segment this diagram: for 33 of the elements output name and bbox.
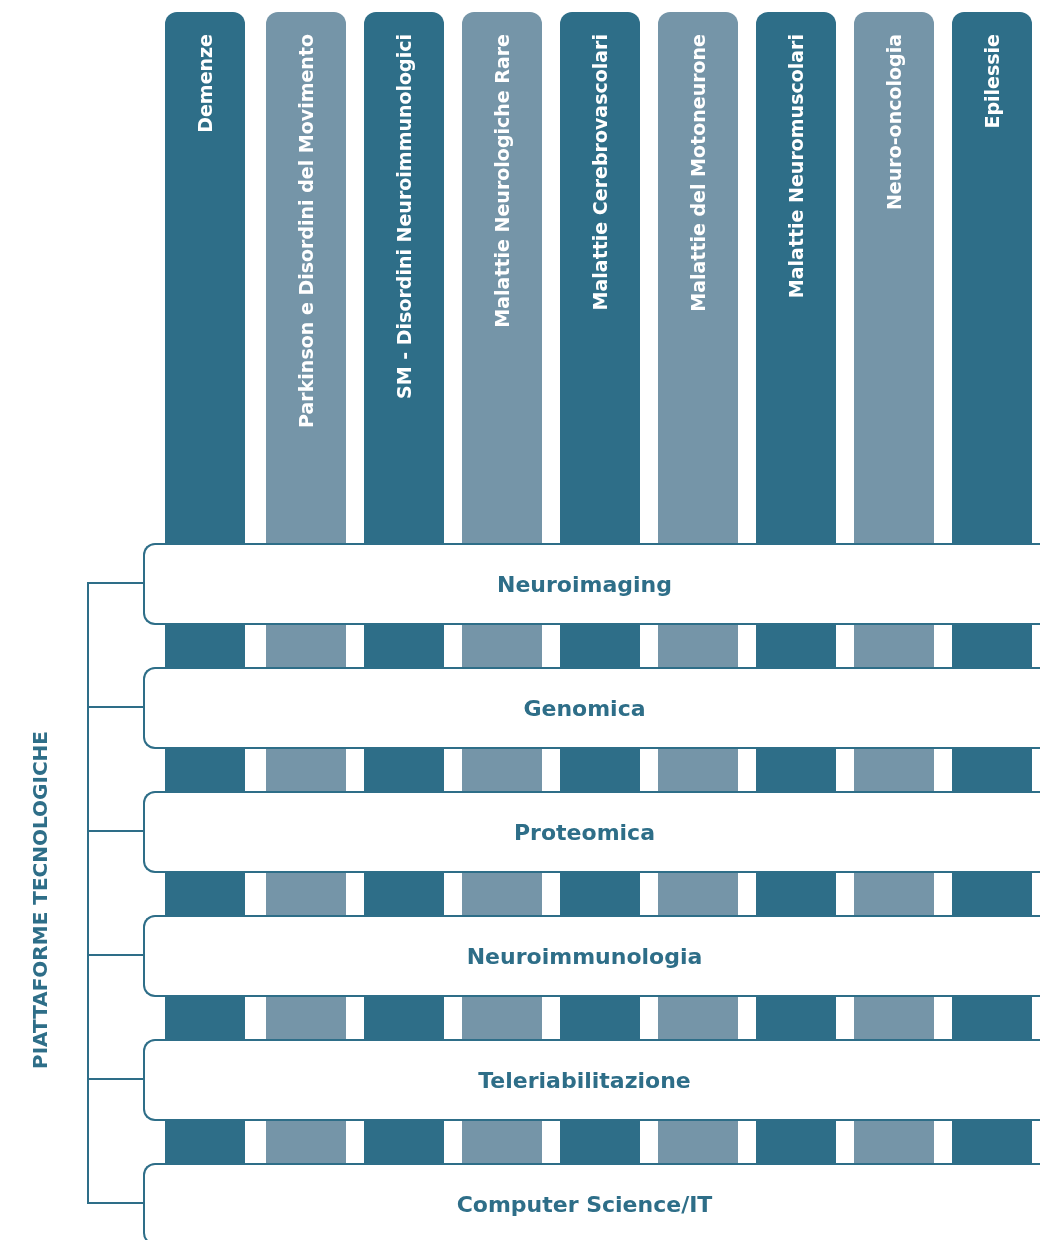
column-label: Neuro-oncologia bbox=[883, 34, 905, 211]
column-label: SM - Disordini Neuroimmunologici bbox=[393, 34, 415, 399]
band-label: Teleriabilitazione bbox=[478, 1067, 691, 1093]
platform-band bbox=[143, 1039, 1040, 1121]
column-label: Malattie Neurologiche Rare bbox=[491, 34, 513, 328]
column-label: Demenze bbox=[194, 34, 216, 133]
platform-band bbox=[143, 543, 1040, 625]
column-bar bbox=[364, 12, 444, 545]
bracket-line bbox=[87, 830, 144, 901]
group-label: PIATTAFORME TECNOLOGICHE bbox=[28, 731, 52, 1069]
band-label: Computer Science/IT bbox=[456, 1191, 713, 1217]
column-label: Epilessie bbox=[981, 34, 1003, 129]
column-label: Malattie Cerebrovascolari bbox=[589, 34, 611, 311]
band-label: Neuroimmunologia bbox=[466, 943, 703, 969]
column-label: Malattie del Motoneurone bbox=[687, 34, 709, 312]
band-label: Genomica bbox=[523, 695, 646, 721]
platform-band bbox=[143, 791, 1040, 873]
platform-band bbox=[143, 1163, 1040, 1240]
column-bar bbox=[165, 12, 245, 545]
column-bar bbox=[854, 12, 934, 545]
column-bar bbox=[266, 12, 346, 545]
band-label: Neuroimaging bbox=[497, 571, 672, 597]
platform-band bbox=[143, 915, 1040, 997]
platform-band bbox=[143, 667, 1040, 749]
column-bar bbox=[658, 12, 738, 545]
column-bar bbox=[462, 12, 542, 545]
column-bar bbox=[952, 12, 1032, 545]
bracket-line bbox=[87, 899, 144, 1204]
column-bar bbox=[756, 12, 836, 545]
band-label: Proteomica bbox=[514, 819, 655, 845]
column-bar bbox=[560, 12, 640, 545]
column-label: Parkinson e Disordini del Movimento bbox=[295, 34, 317, 428]
column-label: Malattie Neuromuscolari bbox=[785, 34, 807, 299]
